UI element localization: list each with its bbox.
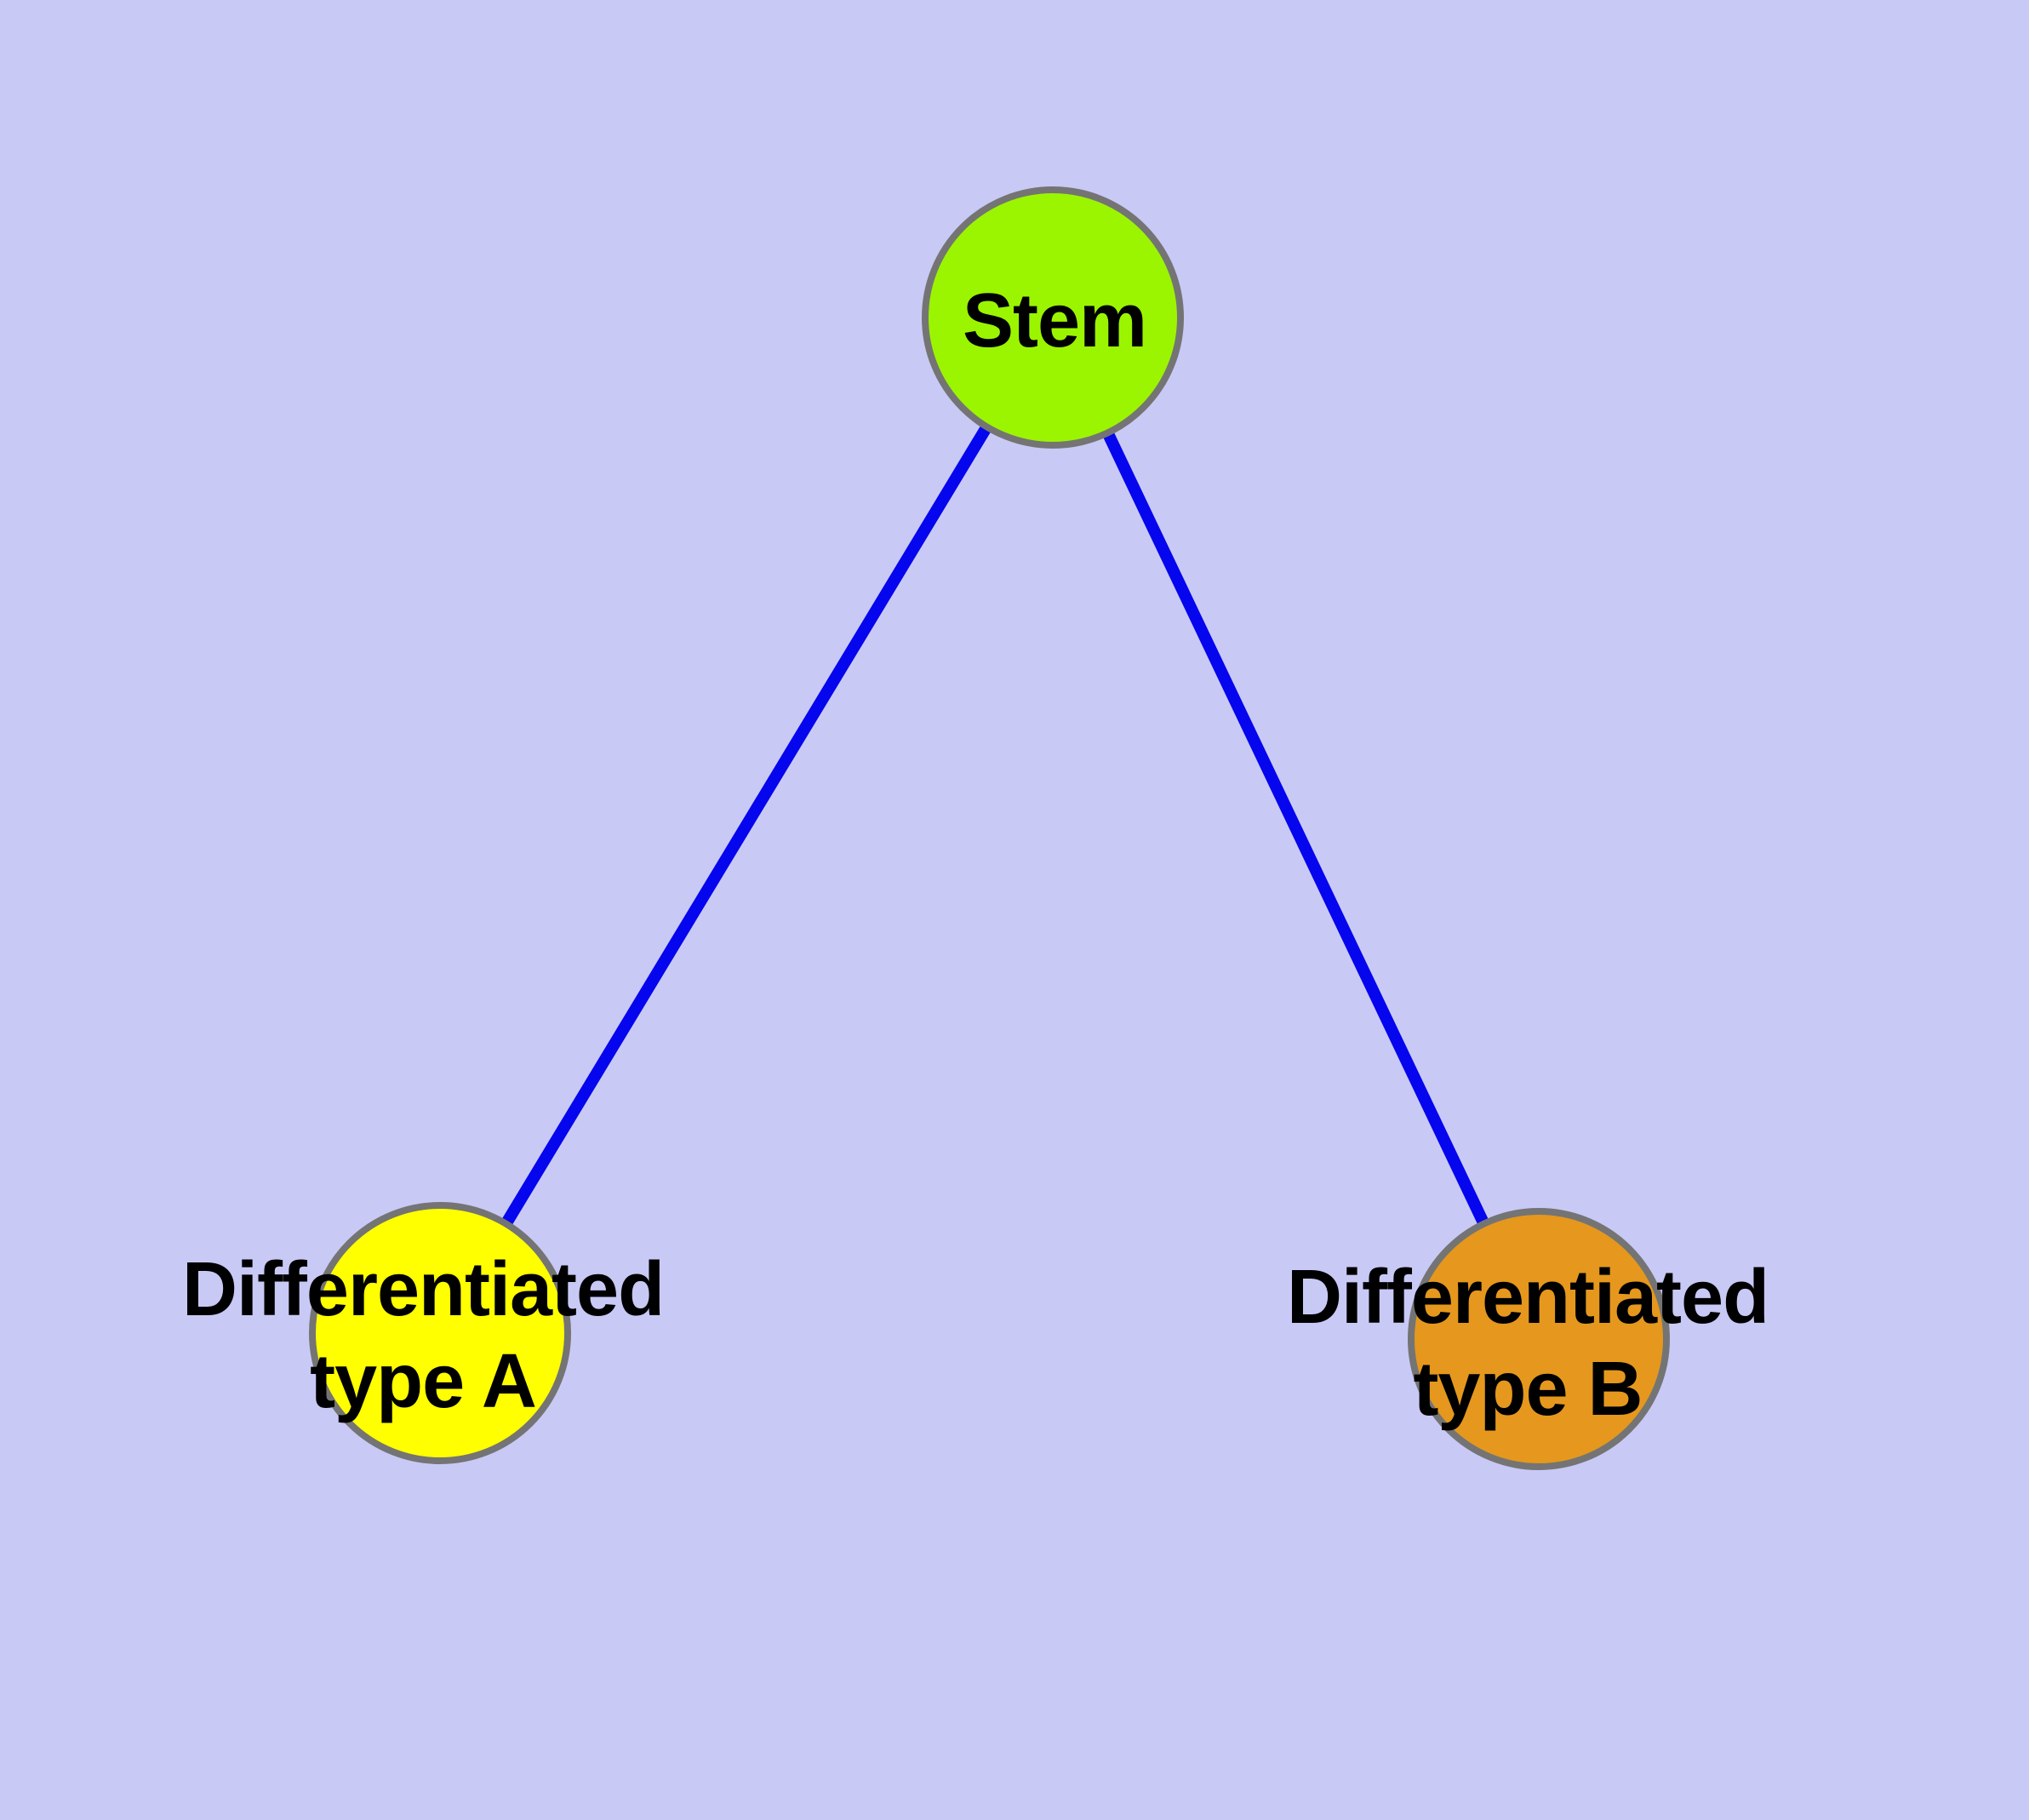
node-stem-label: Stem <box>962 278 1147 363</box>
node-type-a <box>309 1202 571 1464</box>
edge-stem-to-type-a <box>434 312 1059 1339</box>
node-stem <box>922 186 1184 449</box>
node-type-b-label: Differentiated type B <box>1286 1255 1769 1432</box>
node-type-b <box>1408 1208 1670 1470</box>
edge-stem-to-type-b <box>1047 312 1545 1345</box>
node-type-a-label: Differentiated type A <box>181 1247 665 1424</box>
